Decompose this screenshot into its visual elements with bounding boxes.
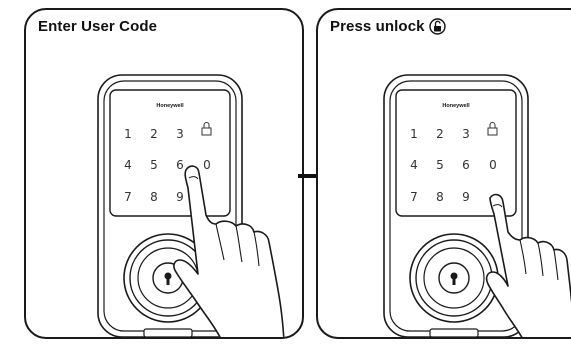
key-4: 4 xyxy=(124,158,132,172)
key-2: 2 xyxy=(150,127,158,141)
key-0: 0 xyxy=(489,158,497,172)
key-6: 6 xyxy=(462,158,470,172)
hand-illustration xyxy=(485,193,571,337)
key-1: 1 xyxy=(410,127,418,141)
step-title-text: Enter User Code xyxy=(38,18,158,35)
lock-icon xyxy=(487,122,498,136)
keypad-panel xyxy=(395,89,517,217)
deadbolt-illustration: Honeywell 1 2 3 4 5 6 0 7 8 9 xyxy=(383,74,571,337)
key-2: 2 xyxy=(436,127,444,141)
step-title: Press unlock xyxy=(330,18,446,35)
key-7: 7 xyxy=(124,190,132,204)
key-1: 1 xyxy=(124,127,132,141)
keypad-keys: 1 2 3 4 5 6 0 7 8 9 xyxy=(124,122,212,204)
brand-logo: Honeywell xyxy=(442,103,470,109)
key-3: 3 xyxy=(462,127,470,141)
step-title: Enter User Code xyxy=(38,18,157,35)
key-5: 5 xyxy=(436,158,444,172)
key-8: 8 xyxy=(436,190,444,204)
key-8: 8 xyxy=(150,190,158,204)
key-9: 9 xyxy=(462,190,470,204)
deadbolt-illustration: Honeywell 1 2 3 4 5 6 0 7 8 9 xyxy=(97,74,285,337)
step-title-text: Press unlock xyxy=(330,18,425,35)
lock-icon xyxy=(201,122,212,136)
hand-illustration xyxy=(173,165,285,337)
key-7: 7 xyxy=(410,190,418,204)
unlock-icon xyxy=(428,18,446,35)
step-panel-enter-code: Enter User Code Honeywell 1 2 3 4 5 6 0 … xyxy=(24,8,304,339)
key-0: 0 xyxy=(203,158,211,172)
key-3: 3 xyxy=(176,127,184,141)
brand-logo: Honeywell xyxy=(156,103,184,109)
key-4: 4 xyxy=(410,158,418,172)
key-9: 9 xyxy=(176,190,184,204)
step-panel-press-unlock: Press unlock Honeywell 1 2 3 4 5 6 0 7 8… xyxy=(316,8,571,339)
keypad-keys: 1 2 3 4 5 6 0 7 8 9 xyxy=(410,122,498,204)
key-5: 5 xyxy=(150,158,158,172)
key-6: 6 xyxy=(176,158,184,172)
